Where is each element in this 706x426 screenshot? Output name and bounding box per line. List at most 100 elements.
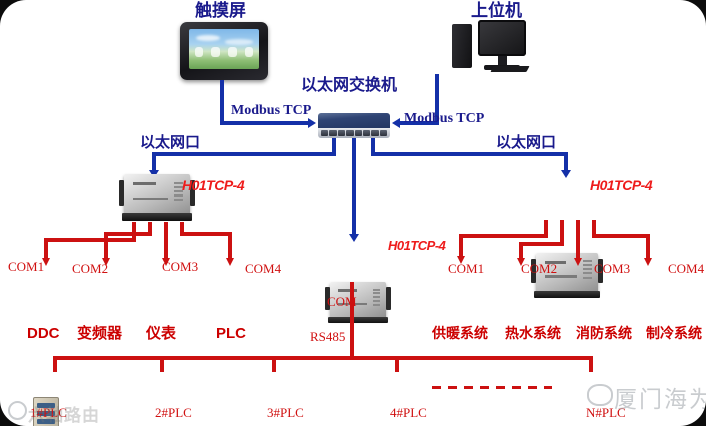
host-pc-icon [452,20,530,76]
wire-switch-down-left [332,138,336,156]
right-device-label-hotwater: 热水系统 [505,325,561,341]
right-device-label-fire: 消防系统 [576,325,632,341]
wire-plc1-drop [53,356,57,372]
wire-rcom2-h [519,242,564,246]
wire-pc-to-switch [398,121,439,125]
wire-rcom3-v [576,234,580,260]
gateway-left-terminal-block [122,213,192,222]
wire-right-stub-3 [576,220,580,238]
right-port-label-com1: COM1 [448,261,485,276]
wire-switch-bus-left [152,152,336,156]
wire-plc3-drop [272,356,276,372]
left-port-label-com4: COM4 [245,261,282,276]
wire-plc-bus-joint [350,356,354,360]
gateway-middle-bracket-l [325,287,330,311]
pc-keyboard [490,66,530,72]
left-device-label-plc: PLC [216,325,246,342]
plc-chain-continuation [432,386,552,389]
wire-com1-h [44,238,136,242]
wire-com4-v [228,232,232,260]
wire-gateway-right-drop [564,152,568,172]
gateway-middle-bracket-r [386,287,391,311]
wire-left-stub-2 [148,222,152,236]
gateway-right-terminal-block [534,290,600,298]
wire-plc-bus-left [53,356,353,360]
pc-monitor [478,20,526,56]
arrow-hmi-to-switch [308,118,316,128]
right-port-label-com4: COM4 [668,261,705,276]
wire-hmi-to-switch [220,121,310,125]
hmi-gauges [194,46,254,57]
switch-body [318,113,390,129]
arrow-com4 [225,258,234,266]
hmi-touchscreen-icon [180,22,268,80]
switch-port-panel [318,127,390,138]
modbus-tcp-right-label: Modbus TCP [404,111,485,126]
arrow-com3 [161,258,170,266]
left-device-label-vfd: 变频器 [77,325,123,342]
plc-node-label-1: 1#PLC [30,405,67,420]
gateway-middle-port-label: COM [327,294,357,309]
arrow-to-gateway-right [561,170,571,178]
left-device-label-meter: 仪表 [146,325,177,342]
left-port-label-com3: COM3 [162,259,199,274]
pc-tower [452,24,472,68]
pc-label: 上位机 [471,1,522,20]
wire-rcom4-v [646,234,650,260]
wire-rcom4-h [592,234,650,238]
wire-gateway-left-drop [152,152,156,172]
gateway-left-bracket-r [190,179,195,206]
wire-hmi-down [220,80,224,125]
gateway-right-bracket-l [531,258,536,284]
gateway-middle-tag: H01TCP-4 [388,238,446,253]
wire-right-stub-1 [544,220,548,238]
hmi-label: 触摸屏 [195,1,246,20]
left-port-label-com1: COM1 [8,259,45,274]
ethernet-switch-icon [318,113,390,138]
gateway-left-tag: H01TCP-4 [182,177,245,193]
arrow-to-gateway-middle [349,234,359,242]
wire-rcom2-v [519,242,523,260]
wire-plc4-drop [395,356,399,372]
arrow-rcom1 [456,256,465,264]
wechat-logo-icon [587,384,613,406]
wire-rs485-trunk [350,282,354,358]
wire-left-stub-4 [180,222,184,236]
arrow-rcom4 [643,258,652,266]
ethernet-port-right-label: 以太网口 [496,135,557,151]
gateway-middle-icon [325,282,391,324]
wire-right-stub-2 [560,220,564,246]
plc-node-label-2: 2#PLC [155,405,192,420]
plc-node-label-n: N#PLC [586,405,626,420]
watermark-left-logo-icon [8,401,27,420]
wire-switch-bus-right [371,152,568,156]
gateway-right-leds [583,260,592,279]
gateway-left-icon [119,174,195,222]
ethernet-port-left-label: 以太网口 [140,135,201,151]
wire-left-stub-3 [164,222,168,250]
wire-com1-v [44,238,48,260]
gateway-right-bracket-r [598,258,603,284]
gateway-left-bracket-l [119,179,124,206]
right-device-label-chiller: 制冷系统 [646,325,702,341]
right-port-label-com3: COM3 [594,261,631,276]
left-device-label-ddc: DDC [27,325,60,342]
gateway-right-tag: H01TCP-4 [590,177,653,193]
wire-switch-down-right [371,138,375,156]
arrow-rcom2 [516,258,525,266]
left-port-label-com2: COM2 [72,261,109,276]
arrow-pc-to-switch [392,118,400,128]
arrow-com2 [101,258,110,266]
wire-plcn-drop [589,356,593,372]
gateway-right-icon [531,253,603,298]
switch-label: 以太网交换机 [301,77,398,94]
plc-node-label-4: 4#PLC [390,405,427,420]
watermark-bottom-left: 六轴路由 [28,406,100,425]
ddc-cabinet-icon [33,397,59,426]
gateway-left-leds [174,181,184,201]
gateway-middle-leds [372,288,381,306]
wire-rcom1-v [459,234,463,258]
gateway-middle-terminal-block [328,316,388,324]
